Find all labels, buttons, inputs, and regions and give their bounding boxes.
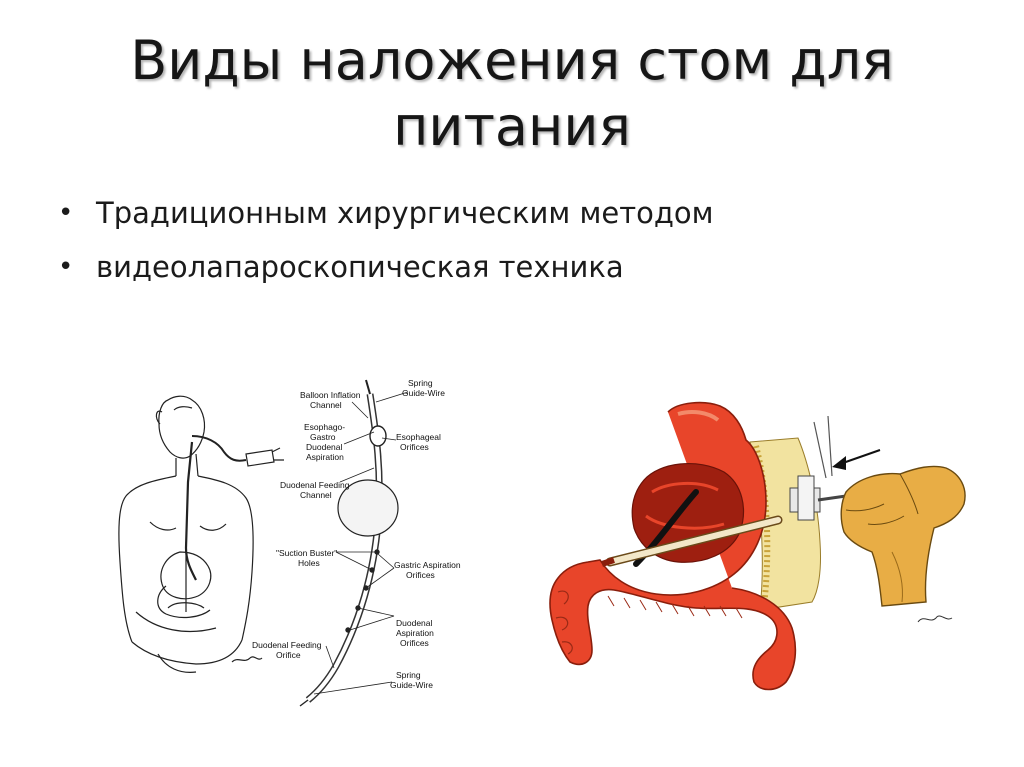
- gastrostomy-svg: [549, 401, 966, 691]
- label-sb-2: Holes: [298, 558, 320, 568]
- surgeon-hand: [840, 465, 966, 623]
- tube-diagram-svg: Balloon Inflation Channel Spring Guide-W…: [118, 378, 461, 707]
- gastrostomy-illustration: [528, 392, 988, 702]
- label-dfc-1: Duodenal Feeding: [280, 480, 350, 490]
- slide-title: Виды наложения стом для питания: [0, 28, 1024, 160]
- label-balloon-1: Balloon Inflation: [300, 390, 361, 400]
- label-eg-3: Duodenal: [306, 442, 343, 452]
- tube-diagram-illustration: Balloon Inflation Channel Spring Guide-W…: [96, 372, 480, 712]
- callout-lines: [313, 391, 409, 695]
- trocar-device: [789, 415, 847, 521]
- direction-arrow: [832, 449, 881, 470]
- bullet-icon: •: [58, 252, 74, 282]
- bullet-text: видеолапароскопическая техника: [96, 250, 624, 284]
- label-gao-1: Gastric Aspiration: [394, 560, 461, 570]
- bullet-item: • видеолапароскопическая техника: [52, 240, 714, 294]
- tube-drawing: [299, 379, 399, 707]
- label-spring-top-2: Guide-Wire: [402, 388, 445, 398]
- label-dao-2: Aspiration: [396, 628, 434, 638]
- label-esoph-1: Esophageal: [396, 432, 441, 442]
- label-spring-top-1: Spring: [408, 378, 433, 388]
- title-line-2: питания: [393, 95, 631, 158]
- label-dfo-2: Orifice: [276, 650, 301, 660]
- insertion-tube: [601, 515, 783, 567]
- label-dfo-1: Duodenal Feeding: [252, 640, 322, 650]
- bullet-text: Традиционным хирургическим методом: [96, 196, 714, 230]
- label-dao-1: Duodenal: [396, 618, 433, 628]
- label-eg-4: Aspiration: [306, 452, 344, 462]
- bullet-icon: •: [58, 198, 74, 228]
- label-sb-1: "Suction Buster": [276, 548, 337, 558]
- bullet-list: • Традиционным хирургическим методом • в…: [52, 186, 714, 294]
- label-dao-3: Orifices: [400, 638, 429, 648]
- diagram-labels: Balloon Inflation Channel Spring Guide-W…: [252, 378, 461, 690]
- label-gao-2: Orifices: [406, 570, 435, 580]
- label-eg-1: Esophago-: [304, 422, 345, 432]
- label-spring-bot-1: Spring: [396, 670, 421, 680]
- label-spring-bot-2: Guide-Wire: [390, 680, 433, 690]
- bullet-item: • Традиционным хирургическим методом: [52, 186, 714, 240]
- patient-figure: [118, 395, 284, 673]
- label-esoph-2: Orifices: [400, 442, 429, 452]
- label-balloon-2: Channel: [310, 400, 342, 410]
- label-eg-2: Gastro: [310, 432, 336, 442]
- title-line-1: Виды наложения стом для: [130, 29, 894, 92]
- label-dfc-2: Channel: [300, 490, 332, 500]
